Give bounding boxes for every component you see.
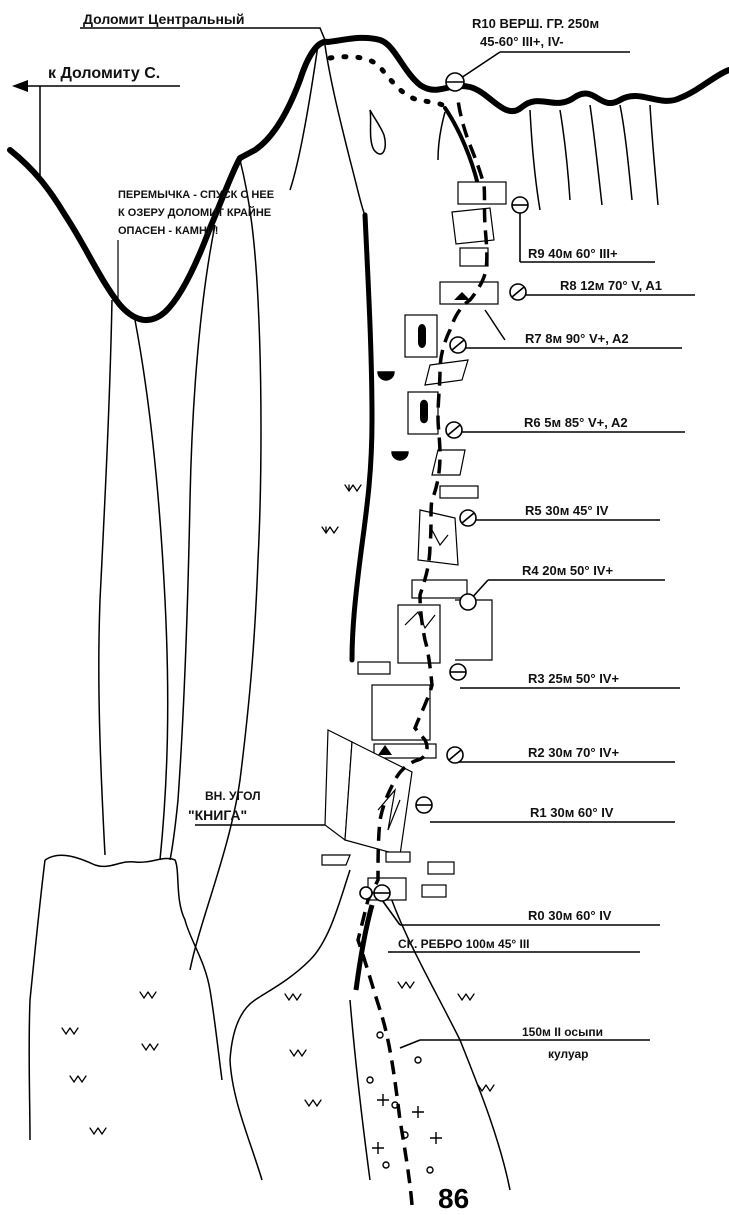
rock-line (324, 44, 366, 216)
overhang-icon (377, 371, 395, 381)
tuft-icon (344, 484, 362, 493)
pitch-r10-grade: 45-60° III+, IV- (480, 34, 564, 49)
dotted-summit-ridge (327, 54, 451, 111)
wall-right-thick-line (443, 106, 480, 187)
arrow-to-north-peak (12, 80, 180, 178)
rock-line (649, 104, 659, 206)
scree-stone (426, 1166, 434, 1174)
scree-cross (372, 1142, 384, 1154)
tuft-icon (284, 993, 302, 1002)
pitch-r2-label: R2 30м 70° IV+ (528, 745, 619, 760)
title-leader-line (80, 27, 326, 41)
scree-cross (430, 1132, 442, 1144)
ledge-box (439, 485, 479, 499)
rock-line (44, 854, 223, 1081)
ledge-box (371, 684, 431, 741)
rock-line (589, 104, 603, 206)
ledge-box (357, 661, 391, 675)
tuft-icon (457, 993, 475, 1002)
ledge-box (455, 599, 493, 661)
rock-line (169, 224, 216, 861)
saddle-note-line3: ОПАСЕН - КАМНИ! (118, 225, 218, 237)
page-number: 86 (438, 1183, 469, 1214)
rock-line (349, 999, 371, 1181)
scree-stone (366, 1076, 374, 1084)
overhang-icon (391, 451, 409, 461)
tuft-icon (139, 991, 157, 1000)
rock-line (437, 111, 446, 161)
tuft-icon (289, 1049, 307, 1058)
tuft-icon (61, 1027, 79, 1036)
rock-line (229, 869, 351, 1181)
pitch-r10-label: R10 ВЕРШ. ГР. 250м (472, 16, 599, 31)
belay-r0-lower (359, 886, 373, 900)
ledge-box (424, 359, 469, 386)
ledge-box (457, 181, 507, 205)
wall-thick-line (349, 212, 375, 663)
ledge-box (321, 854, 351, 866)
bolt-icon (420, 399, 428, 424)
rock-line (559, 109, 571, 201)
scree-stone (414, 1056, 422, 1064)
piton-icon (454, 292, 470, 300)
rock-line (384, 879, 511, 1191)
rock-line (134, 319, 169, 861)
tuft-icon (69, 1075, 87, 1084)
tuft-icon (141, 1043, 159, 1052)
scree-stone (382, 1161, 390, 1169)
tuft-icon (304, 1099, 322, 1108)
ledge-box (439, 281, 499, 305)
pitch-r0-label: R0 30м 60° IV (528, 908, 612, 923)
rock-line (28, 859, 46, 1141)
crack-zigzag (377, 787, 401, 831)
inner-corner-label-line2: "КНИГА" (188, 807, 247, 823)
summit-title: Доломит Центральный (83, 11, 245, 27)
piton-icon (378, 745, 392, 755)
pitch-r8-label: R8 12м 70° V, A1 (560, 278, 662, 293)
scree-cross (377, 1094, 389, 1106)
rock-line (98, 299, 113, 856)
pitch-r9-label: R9 40м 60° III+ (528, 246, 618, 261)
pitch-r5-label: R5 30м 45° IV (525, 503, 609, 518)
ledge-box (431, 449, 466, 476)
scree-label-line2: кулуар (548, 1047, 589, 1061)
inner-corner-label-line1: ВН. УГОЛ (205, 789, 261, 803)
rib-label: СК. РЕБРО 100м 45° III (398, 937, 530, 951)
saddle-note-line2: К ОЗЕРУ ДОЛОМИТ КРАЙНЕ (118, 206, 271, 219)
tuft-icon (477, 1084, 495, 1093)
ledge-box (421, 884, 447, 898)
rock-line (619, 104, 633, 201)
ledge-box (417, 509, 459, 566)
ledge-box (411, 579, 468, 599)
bolt-icon (418, 324, 426, 348)
ledge-box (427, 861, 455, 875)
pitch-r1-label: R1 30м 60° IV (530, 805, 614, 820)
pitch-r3-label: R3 25м 50° IV+ (528, 671, 619, 686)
ridge-outline (7, 34, 729, 323)
to-north-peak-label: к Доломиту С. (48, 65, 160, 82)
rock-line (369, 109, 386, 155)
rock-line (289, 44, 319, 191)
climbing-route (356, 99, 489, 1206)
tuft-icon (321, 526, 339, 535)
tuft-icon (89, 1127, 107, 1136)
saddle-note-line1: ПЕРЕМЫЧКА - СПУСК С НЕЕ (118, 189, 274, 201)
rock-line (529, 109, 541, 211)
pitch-r6-label: R6 5м 85° V+, A2 (524, 415, 628, 430)
pitch-r7-label: R7 8м 90° V+, A2 (525, 331, 629, 346)
tuft-icon (397, 981, 415, 990)
rock-line (189, 159, 262, 971)
pitch-r4-label: R4 20м 50° IV+ (522, 563, 613, 578)
ledge-box (385, 851, 411, 863)
scree-label-line1: 150м II осыпи (522, 1025, 603, 1039)
crack-zigzag (431, 529, 449, 547)
scree-stone (376, 1031, 384, 1039)
rock-line (484, 309, 506, 341)
belay-r4 (459, 593, 477, 611)
rib-solid-line (353, 904, 375, 991)
ledge-box (459, 247, 489, 267)
scree-cross (412, 1106, 424, 1118)
